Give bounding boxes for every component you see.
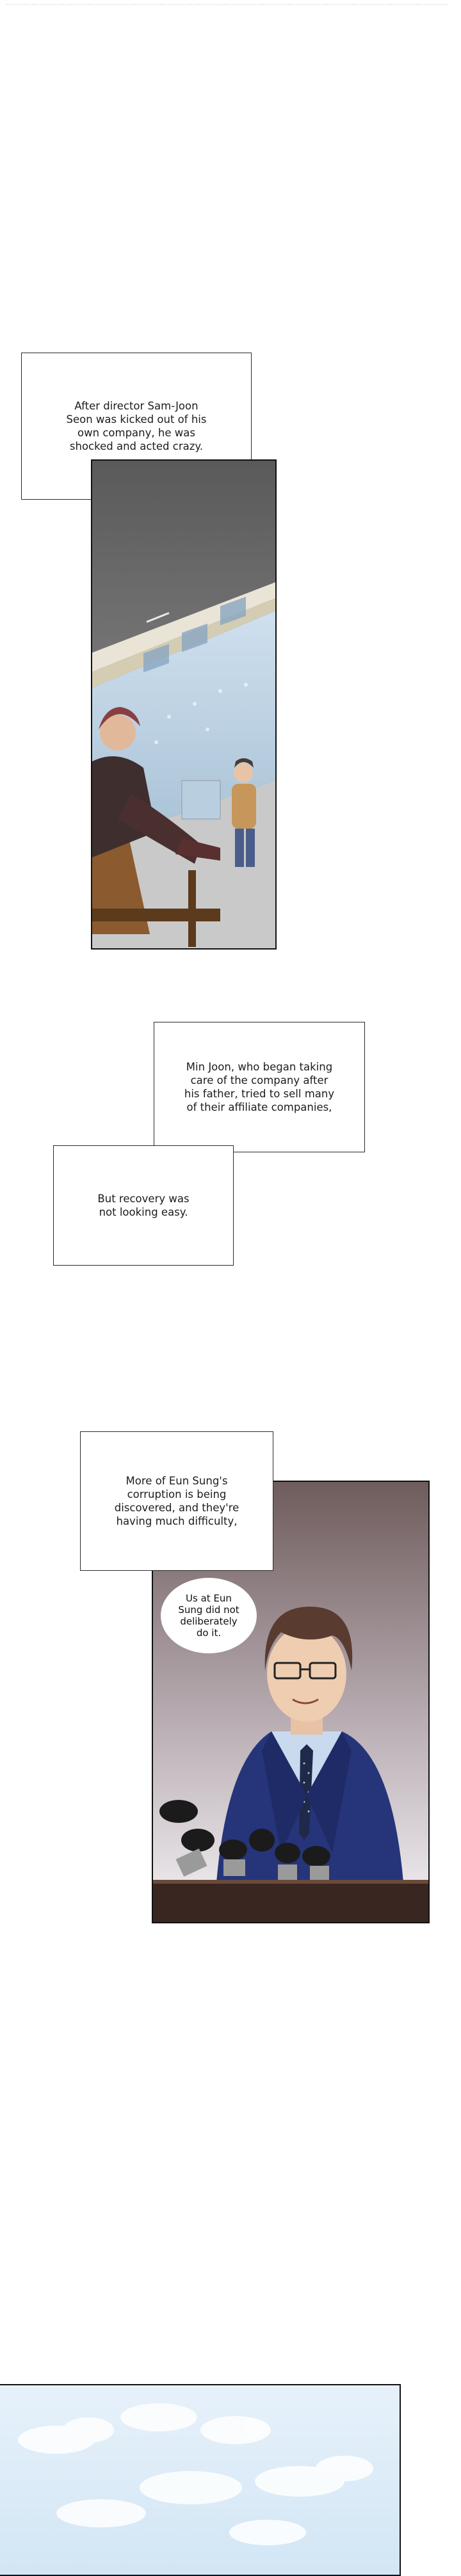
caption-line: care of the company after — [190, 1074, 328, 1086]
caption-line: Seon was kicked out of his — [66, 413, 207, 425]
caption-box-2: Min Joon, who began taking care of the c… — [154, 1022, 365, 1152]
speech-line: do it. — [196, 1627, 222, 1639]
caption-line: More of Eun Sung's — [125, 1474, 228, 1487]
caption-box-4: More of Eun Sung's corruption is being d… — [80, 1431, 273, 1571]
caption-line: having much difficulty, — [116, 1515, 238, 1528]
caption-line: his father, tried to sell many — [184, 1088, 335, 1100]
caption-line: corruption is being — [127, 1488, 227, 1500]
speech-line: deliberately — [180, 1616, 238, 1627]
caption-box-3: But recovery was not looking easy. — [53, 1145, 234, 1266]
speech-line: Us at Eun — [186, 1593, 232, 1604]
caption-line: discovered, and they're — [114, 1502, 239, 1514]
caption-line: After director Sam-Joon — [74, 399, 198, 412]
caption-line: not looking easy. — [99, 1206, 188, 1218]
caption-line: But recovery was — [97, 1192, 190, 1205]
speech-bubble-1: Us at Eun Sung did not deliberately do i… — [161, 1578, 257, 1653]
caption-line: of their affiliate companies, — [186, 1101, 332, 1114]
comic-panel-sky — [0, 2384, 401, 2576]
sky-clouds-illustration — [18, 2403, 373, 2545]
caption-line: Min Joon, who began taking — [186, 1060, 333, 1073]
caption-line: shocked and acted crazy. — [69, 440, 204, 453]
top-dotted-divider — [6, 4, 448, 5]
comic-panel-office — [91, 459, 277, 950]
speech-line: Sung did not — [178, 1604, 239, 1616]
office-scene-illustration — [92, 461, 275, 948]
caption-line: own company, he was — [77, 427, 195, 439]
